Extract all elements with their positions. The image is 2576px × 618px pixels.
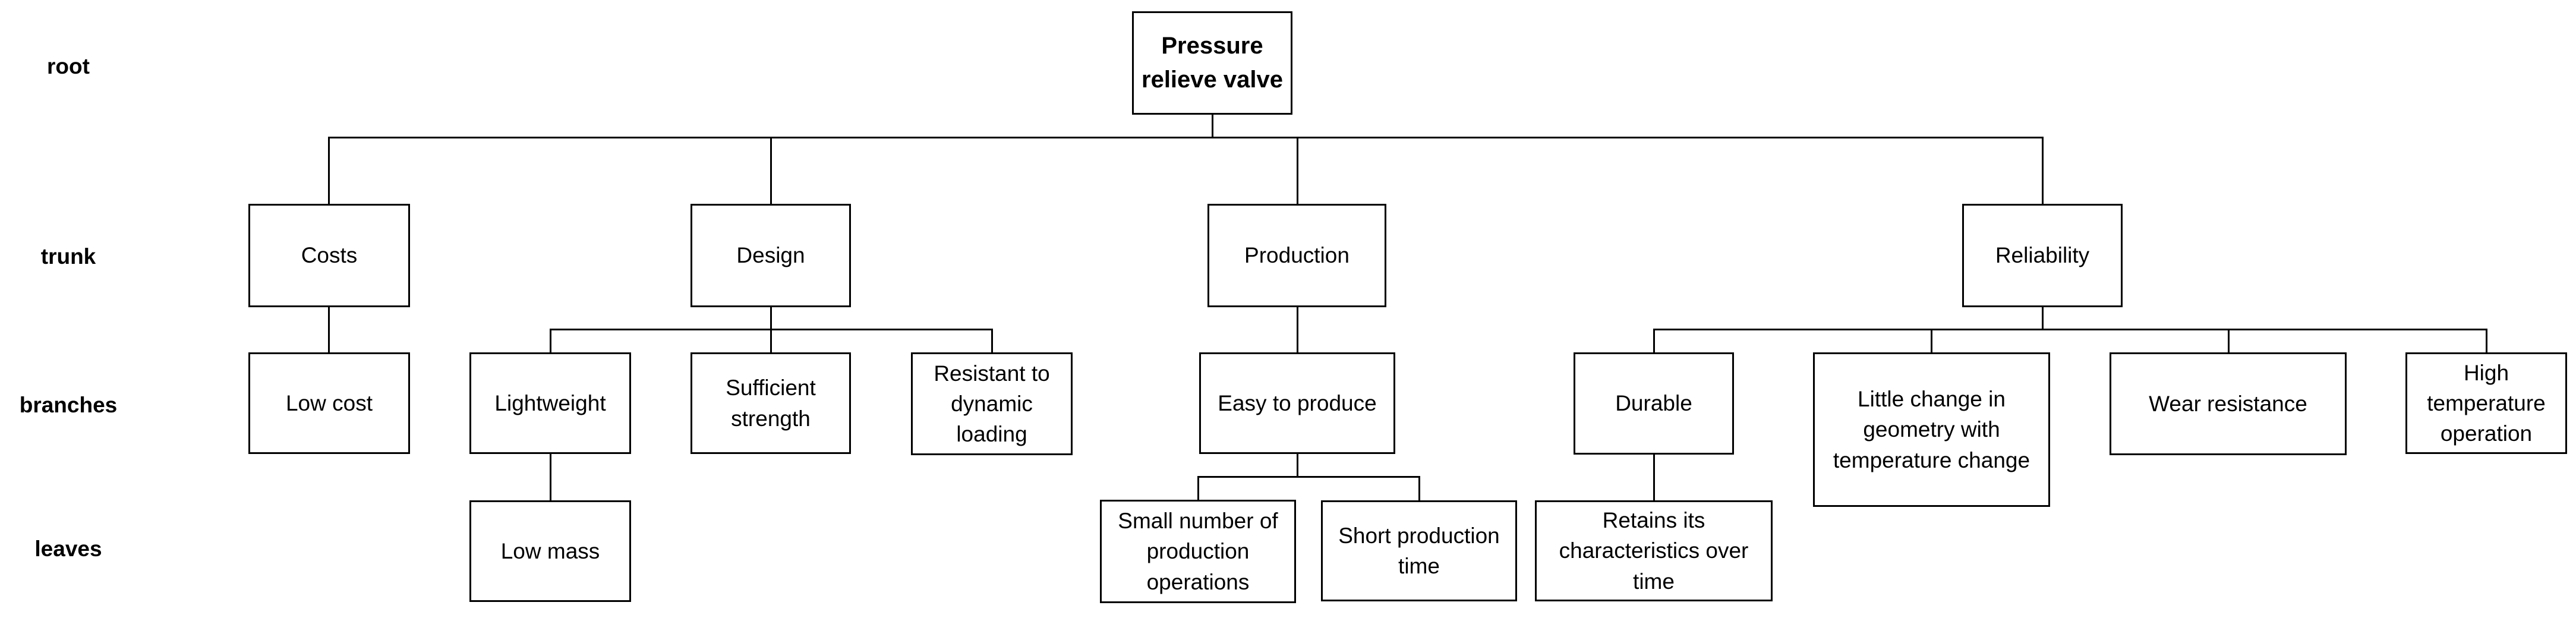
connector-drop-resistant-loading bbox=[991, 329, 993, 354]
connector-design-drop bbox=[770, 306, 772, 330]
node-little-change-geometry: Little change in geometry with temperatu… bbox=[1813, 352, 2050, 507]
connector-production-leaves-bus bbox=[1197, 476, 1420, 478]
connector-drop-lightweight bbox=[550, 329, 551, 354]
connector-drop-design bbox=[770, 137, 772, 205]
connector-drop-short-time bbox=[1418, 476, 1420, 502]
connector-reliability-bus bbox=[1653, 329, 2487, 330]
node-sufficient-strength: Sufficient strength bbox=[690, 352, 851, 454]
node-root: Pressure relieve valve bbox=[1132, 11, 1292, 115]
node-wear-resistance: Wear resistance bbox=[2110, 352, 2347, 455]
node-short-production-time: Short production time bbox=[1321, 500, 1517, 601]
node-high-temperature-operation: High temperature operation bbox=[2405, 352, 2567, 454]
row-label-trunk: trunk bbox=[40, 244, 96, 269]
node-production: Production bbox=[1207, 204, 1386, 307]
connector-lightweight-lowmass bbox=[550, 453, 551, 502]
row-label-branches: branches bbox=[19, 393, 118, 417]
connector-trunk-bus bbox=[328, 137, 2044, 138]
connector-easy-drop bbox=[1297, 453, 1298, 478]
node-lightweight: Lightweight bbox=[469, 352, 631, 454]
connector-reliability-drop bbox=[2042, 306, 2044, 330]
connector-durable-retains bbox=[1653, 453, 1655, 502]
connector-production-easy bbox=[1297, 306, 1298, 354]
node-costs: Costs bbox=[248, 204, 410, 307]
node-durable: Durable bbox=[1574, 352, 1734, 455]
node-small-number-production-operations: Small number of production operations bbox=[1100, 500, 1296, 603]
connector-drop-costs bbox=[328, 137, 330, 205]
connector-drop-wear bbox=[2228, 329, 2230, 354]
node-low-cost: Low cost bbox=[248, 352, 410, 454]
node-resistant-dynamic-loading: Resistant to dynamic loading bbox=[911, 352, 1073, 455]
connector-drop-little-change bbox=[1931, 329, 1932, 354]
connector-drop-durable bbox=[1653, 329, 1655, 354]
connector-costs-lowcost bbox=[328, 306, 330, 354]
connector-drop-small-number bbox=[1197, 476, 1199, 502]
connector-drop-production bbox=[1297, 137, 1298, 205]
node-easy-to-produce: Easy to produce bbox=[1199, 352, 1395, 454]
node-low-mass: Low mass bbox=[469, 500, 631, 602]
connector-drop-reliability bbox=[2042, 137, 2044, 205]
row-label-root: root bbox=[47, 54, 90, 78]
connector-drop-high-temp bbox=[2486, 329, 2487, 354]
node-design: Design bbox=[690, 204, 851, 307]
connector-root-drop bbox=[1212, 115, 1213, 138]
node-reliability: Reliability bbox=[1962, 204, 2123, 307]
node-retains-characteristics: Retains its characteristics over time bbox=[1535, 500, 1773, 601]
row-label-leaves: leaves bbox=[34, 537, 102, 561]
connector-drop-sufficient-strength bbox=[770, 329, 772, 354]
